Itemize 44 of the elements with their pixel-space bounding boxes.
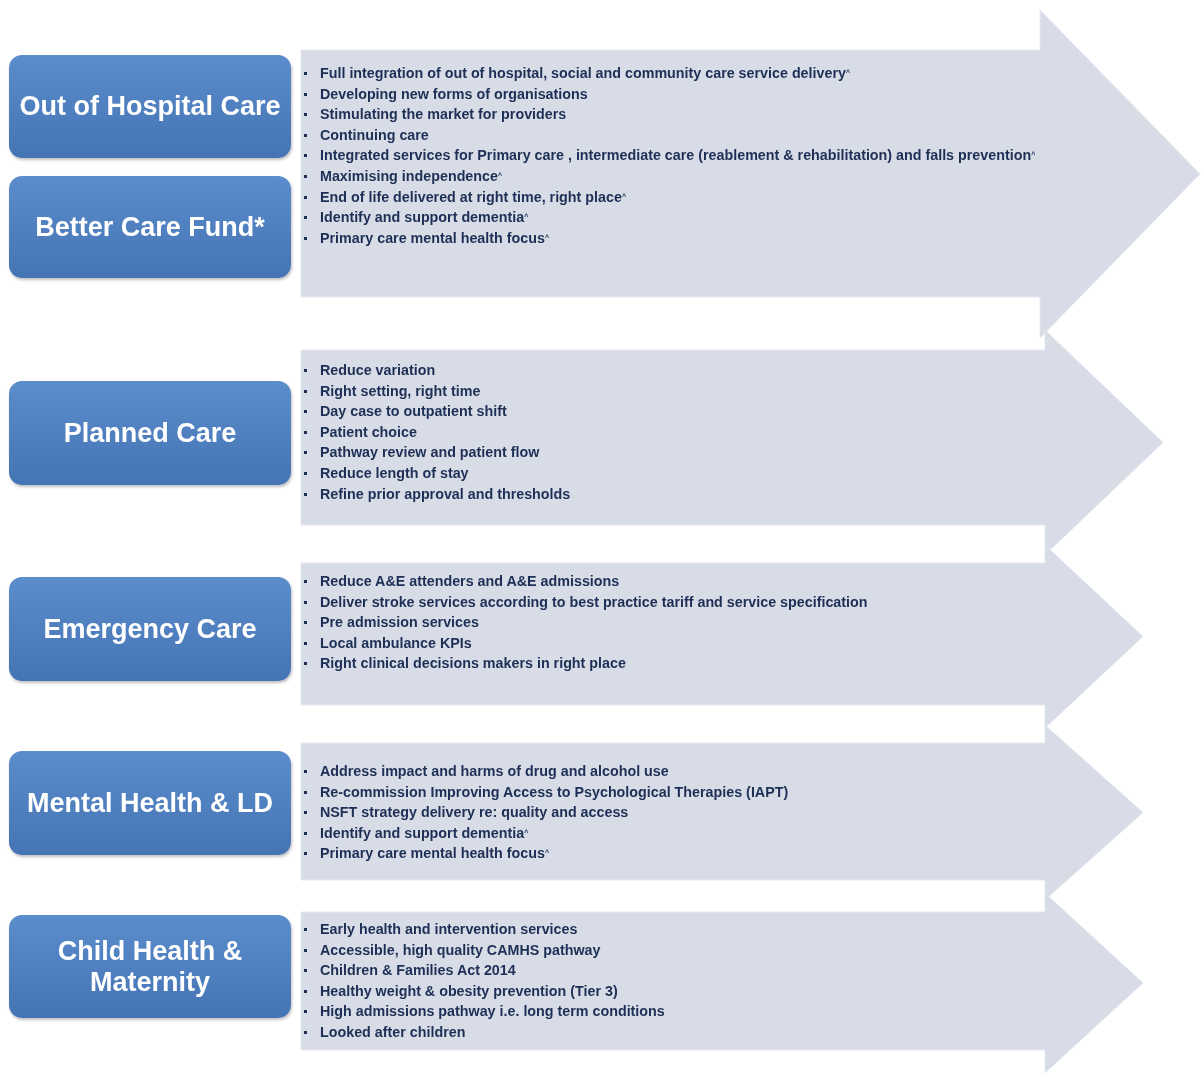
- bullet-text: Full integration of out of hospital, social and community care service delivery$^{^}$: [301, 64, 1101, 83]
- bullet-text: Healthy weight & obesity prevention (Tier 3): [301, 981, 1041, 1001]
- category-box: [9, 55, 291, 158]
- bullet-text: Reduce length of stay: [301, 463, 1041, 483]
- category-box: [9, 751, 291, 855]
- category-box: [9, 176, 291, 278]
- bullet-text: NSFT strategy delivery re: quality and access: [301, 803, 1041, 823]
- bullet-text: Maximising independence$^{^}$: [301, 166, 1101, 186]
- bullet-text: Continuing care: [301, 125, 1101, 145]
- category-box: [9, 915, 291, 1018]
- category-title: Child Health & Maternity: [56, 935, 244, 998]
- bullet-text: Integrated services for Primary care , intermediate care (reablement & rehabilitation) and falls prevention$^{^}$: [301, 146, 1101, 166]
- bullet-text: Primary care mental health focus$^{^}$: [301, 228, 1101, 248]
- bullet-text: Identify and support dementia$^{^}$: [301, 208, 1101, 228]
- bullet-text: Day case to outpatient shift: [301, 402, 1041, 422]
- bullet-text: Reduce variation: [301, 361, 1041, 380]
- bullet-text: Re-commission Improving Access to Psychological Therapies (IAPT): [301, 782, 1041, 802]
- bullet-text: Developing new forms of organisations: [301, 84, 1101, 104]
- bullet-text: Primary care mental health focus$^{^}$: [301, 844, 1041, 864]
- bullet-text: Pre admission services: [301, 613, 1041, 633]
- bullet-text: Identify and support dementia$^{^}$: [301, 823, 1041, 843]
- bullet-text: Looked after children: [301, 1022, 1041, 1042]
- category-title: Planned Care: [62, 417, 238, 449]
- category-box: [9, 577, 291, 681]
- bullet-text: Children & Families Act 2014: [301, 961, 1041, 981]
- bullet-text: Pathway review and patient flow: [301, 443, 1041, 463]
- bullet-text: End of life delivered at right time, right place$^{^}$: [301, 187, 1101, 207]
- bullet-text: Refine prior approval and thresholds: [301, 484, 1041, 504]
- bullet-text: Deliver stroke services according to best practice tariff and service specification: [301, 592, 1041, 612]
- bullet-text: Accessible, high quality CAMHS pathway: [301, 940, 1041, 960]
- category-title: Emergency Care: [42, 613, 258, 645]
- bullet-text: Early health and intervention services: [301, 920, 1041, 939]
- bullet-text: Right clinical decisions makers in right place: [301, 654, 1041, 674]
- category-title: Out of Hospital Care: [18, 91, 282, 122]
- category-title: Better Care Fund*: [34, 211, 266, 243]
- bullet-text: Patient choice: [301, 422, 1041, 442]
- category-title: Mental Health & LD: [26, 787, 274, 819]
- category-box: [9, 381, 291, 485]
- bullet-text: High admissions pathway i.e. long term conditions: [301, 1002, 1041, 1022]
- bullet-text: Address impact and harms of drug and alcohol use: [301, 762, 1041, 781]
- bullet-text: Local ambulance KPIs: [301, 633, 1041, 653]
- bullet-text: Reduce A&E attenders and A&E admissions: [301, 572, 1041, 591]
- bullet-text: Right setting, right time: [301, 381, 1041, 401]
- bullet-text: Stimulating the market for providers: [301, 105, 1101, 125]
